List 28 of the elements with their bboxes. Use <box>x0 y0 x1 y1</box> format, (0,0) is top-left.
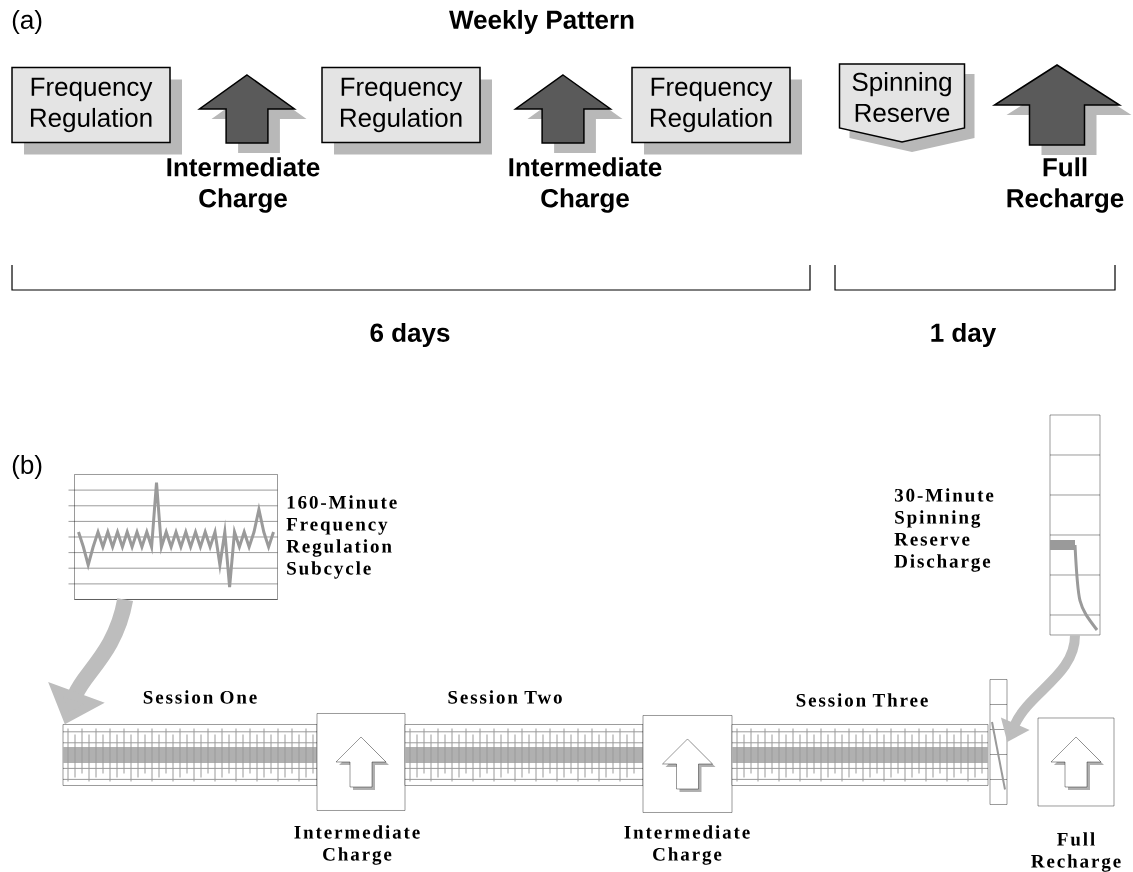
discharge-chart <box>989 679 1008 805</box>
node-caption: Session Two <box>448 690 562 704</box>
pentagon-label: Spinning Reserve <box>838 63 975 152</box>
panel-label: (a) <box>12 9 42 35</box>
duration-label: 6 days <box>370 322 450 348</box>
node-caption: Intermediate Charge <box>509 157 662 213</box>
duration-label: 1 day <box>931 322 997 348</box>
charge-box <box>1037 717 1115 807</box>
node-caption: 160-Minute Frequency Regulation Subcycle <box>286 495 397 579</box>
label-box: Frequency Regulation <box>321 66 492 155</box>
node-caption: Full Recharge <box>1031 832 1121 872</box>
charge-box <box>316 713 406 811</box>
node-caption: 30-Minute Spinning Reserve Discharge <box>894 488 994 572</box>
signal-strip <box>404 724 644 786</box>
label-box: Frequency Regulation <box>631 66 802 155</box>
node-caption: Intermediate Charge <box>294 825 420 865</box>
node-caption: Session Three <box>796 693 928 707</box>
charge-box <box>642 715 733 813</box>
title: Weekly Pattern <box>449 9 634 35</box>
node-caption: Full Recharge <box>1007 157 1124 213</box>
panel-label: (b) <box>12 454 42 480</box>
label-box: Frequency Regulation <box>11 66 182 155</box>
node-caption: Intermediate Charge <box>624 825 750 865</box>
line-chart <box>68 474 278 600</box>
node-caption: Session One <box>143 690 257 704</box>
discharge-chart <box>1049 414 1101 636</box>
signal-strip <box>62 724 318 786</box>
node-caption: Intermediate Charge <box>167 157 320 213</box>
